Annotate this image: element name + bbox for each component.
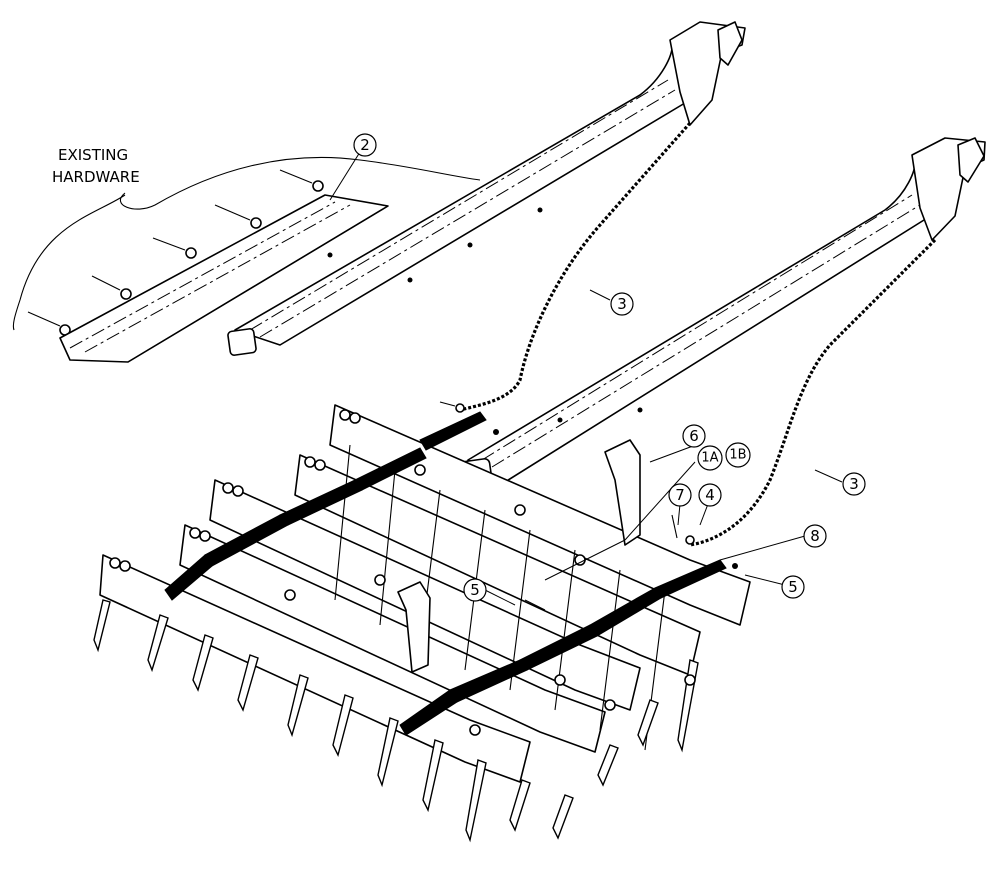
callout-1b: 1B [725,442,751,468]
lower-arm-right [461,137,986,490]
hardware-brace-lower [12,194,126,331]
callout-8: 8 [803,524,827,548]
callout-5-right: 5 [781,575,805,599]
callout-5-left-label: 5 [470,581,480,599]
callout-3-upper: 3 [610,292,634,316]
link-arms [164,411,727,736]
leaders [329,151,843,606]
chain-upper [459,121,692,412]
callout-3-upper-label: 3 [617,295,627,313]
callout-4-label: 4 [705,486,715,504]
note-line-2: HARDWARE [52,168,140,186]
callout-6: 6 [682,424,706,448]
callout-3-lower: 3 [842,472,866,496]
chain-lower [689,238,937,547]
callout-1a: 1A [697,445,723,471]
note-line-1: EXISTING [58,146,128,164]
upper-arm-left [227,21,746,356]
tine-teeth [93,599,699,843]
callout-1a-label: 1A [701,451,718,466]
callout-8-label: 8 [810,527,820,545]
callout-3-lower-label: 3 [849,475,859,493]
hardware-brace-upper [119,156,481,210]
mounting-bracket [59,194,389,363]
callout-2-label: 2 [360,136,370,154]
hitch-bracket-right [604,439,641,546]
callout-5-left: 5 [463,578,487,602]
existing-bolts [27,169,324,336]
callout-4: 4 [698,483,722,507]
hitch-bracket-left [397,581,431,673]
callout-5-right-label: 5 [788,578,798,596]
callout-2: 2 [353,133,377,157]
callout-7: 7 [668,483,692,507]
callout-7-label: 7 [675,486,685,504]
small-hardware [439,401,738,611]
callout-1b-label: 1B [729,448,746,463]
callout-6-label: 6 [689,427,699,445]
existing-hardware-note: EXISTING HARDWARE [12,146,481,331]
